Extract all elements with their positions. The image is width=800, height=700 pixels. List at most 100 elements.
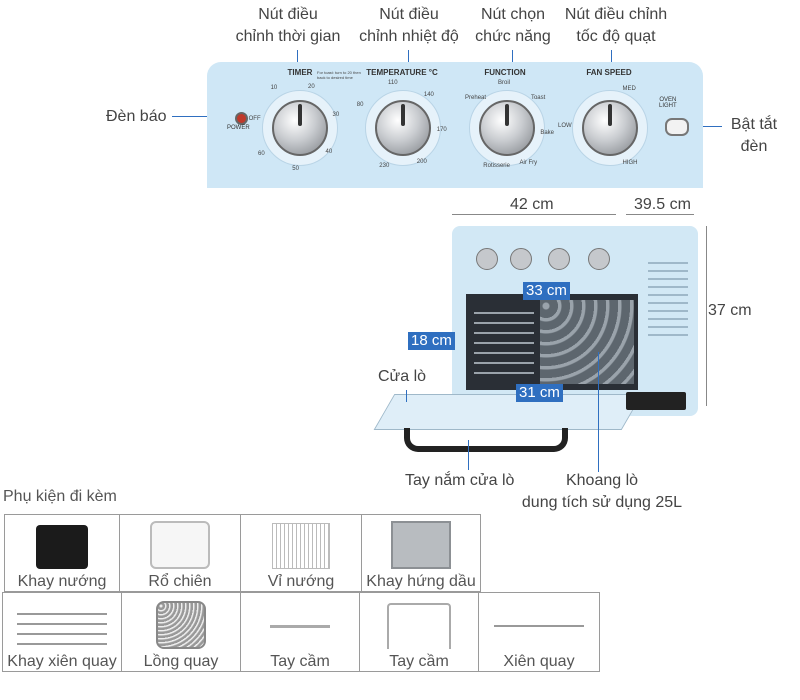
inner-width-dimension: 33 cm [523,282,570,300]
accessory-grill-rack: Vỉ nướng [240,514,362,592]
temp-tick-label: 230 [379,163,390,170]
accessory-label: Tay cầm [270,653,330,670]
accessories-row-2: Khay xiên quay Lồng quay Tay cầm Tay cầm… [2,592,600,672]
function-tick-label: Bake [540,130,555,137]
accessory-label: Khay xiên quay [7,653,117,670]
inner-height-dimension: 18 cm [408,332,455,350]
function-knob-ring [469,90,545,166]
cavity-back-panel [540,300,634,384]
height-dimension: 37 cm [708,302,752,319]
accessory-label: Xiên quay [503,653,575,670]
accessory-handle-2: Tay cầm [359,592,479,672]
timer-label: TIMER [287,68,313,77]
side-vents [648,256,688,336]
accessory-skewer: Xiên quay [478,592,600,672]
oven-cavity [466,294,638,390]
cavity-rack-rails [474,304,534,378]
width-dimension-line [452,214,616,215]
drip-tray-image [391,521,451,569]
oven-light-switch[interactable] [665,118,689,136]
oven-door[interactable] [373,394,643,430]
skewer-image [494,605,584,649]
accessory-rotisserie-rack: Khay xiên quay [2,592,122,672]
accessory-drip-tray: Khay hứng dầu [361,514,481,592]
timer-knob-ring [262,90,338,166]
indicator-leader [172,116,232,117]
door-callout: Cửa lò [378,368,427,385]
baking-tray-image [36,525,88,569]
width-dimension: 42 cm [510,196,554,213]
temperature-knob-ring [365,90,441,166]
accessory-label: Khay hứng dầu [366,573,476,590]
cavity-leader [598,352,599,472]
accessories-row-1: Khay nướng Rổ chiên Vỉ nướng Khay hứng d… [4,514,481,592]
accessory-label: Lồng quay [143,653,219,670]
timer-tick-label: 60 [258,150,265,157]
mini-timer-knob [476,248,498,270]
fan-tick-label: LOW [558,123,572,129]
depth-dimension-line [626,214,694,215]
function-tick-label: Broil [498,80,511,86]
temp-tick-label: 140 [423,92,434,99]
mini-temp-knob [510,248,532,270]
control-panel: POWER TIMER For toast: turn to 20 then b… [207,62,703,188]
function-label: FUNCTION [484,68,526,77]
handle-1-image [270,605,330,649]
accessories-title: Phụ kiện đi kèm [3,488,117,505]
timer-tick-label: 10 [270,85,278,92]
function-tick-label: Toast [530,95,546,102]
timer-tick-label: OFF [248,115,261,122]
accessory-baking-tray: Khay nướng [4,514,120,592]
indicator-callout: Đèn báo [106,108,167,125]
door-handle-callout: Tay nắm cửa lò [405,472,515,489]
fan-tick-label: HIGH [622,160,638,167]
mini-fan-knob [588,248,610,270]
door-leader [406,390,407,402]
temp-tick-label: 110 [388,80,398,87]
temp-tick-label: 200 [416,159,427,166]
handle-2-image [387,603,451,649]
grill-rack-image [272,523,330,569]
function-knob[interactable] [479,100,535,156]
timer-tick-label: 20 [308,83,315,90]
accessory-rotisserie-cage: Lồng quay [121,592,241,672]
timer-tick-label: 30 [332,111,340,118]
temp-tick-label: 80 [356,101,364,108]
fan-speed-label: FAN SPEED [586,68,632,77]
accessory-frying-basket: Rổ chiên [119,514,241,592]
fan-speed-knob[interactable] [582,100,638,156]
function-tick-label: Rotisserie [483,163,510,170]
accessory-label: Khay nướng [17,573,107,590]
depth-dimension: 39.5 cm [634,196,691,213]
rotisserie-cage-image [156,601,206,649]
timer-knob[interactable] [272,100,328,156]
oven-feet [626,392,686,410]
accessory-handle-1: Tay cầm [240,592,360,672]
fan-speed-knob-ring [572,90,648,166]
accessory-label: Vỉ nướng [267,573,335,590]
rotisserie-rack-image [17,605,107,649]
temp-tick-label: 170 [436,127,447,134]
function-tick-label: Air Fry [519,160,538,167]
power-indicator-light [235,112,248,125]
timer-tick-label: 50 [292,165,299,172]
handle-leader [468,440,469,470]
height-dimension-line [706,226,707,406]
timer-note: For toast: turn to 20 then back to desir… [317,70,361,80]
accessory-label: Tay cầm [389,653,449,670]
fan-tick-label: MED [622,85,636,92]
power-label: POWER [227,125,250,131]
frying-basket-image [150,521,210,569]
inner-depth-dimension: 31 cm [516,384,563,402]
timer-tick-label: 40 [325,148,333,155]
temperature-knob[interactable] [375,100,431,156]
oven-door-handle[interactable] [404,428,568,452]
function-tick-label: Preheat [465,95,487,102]
